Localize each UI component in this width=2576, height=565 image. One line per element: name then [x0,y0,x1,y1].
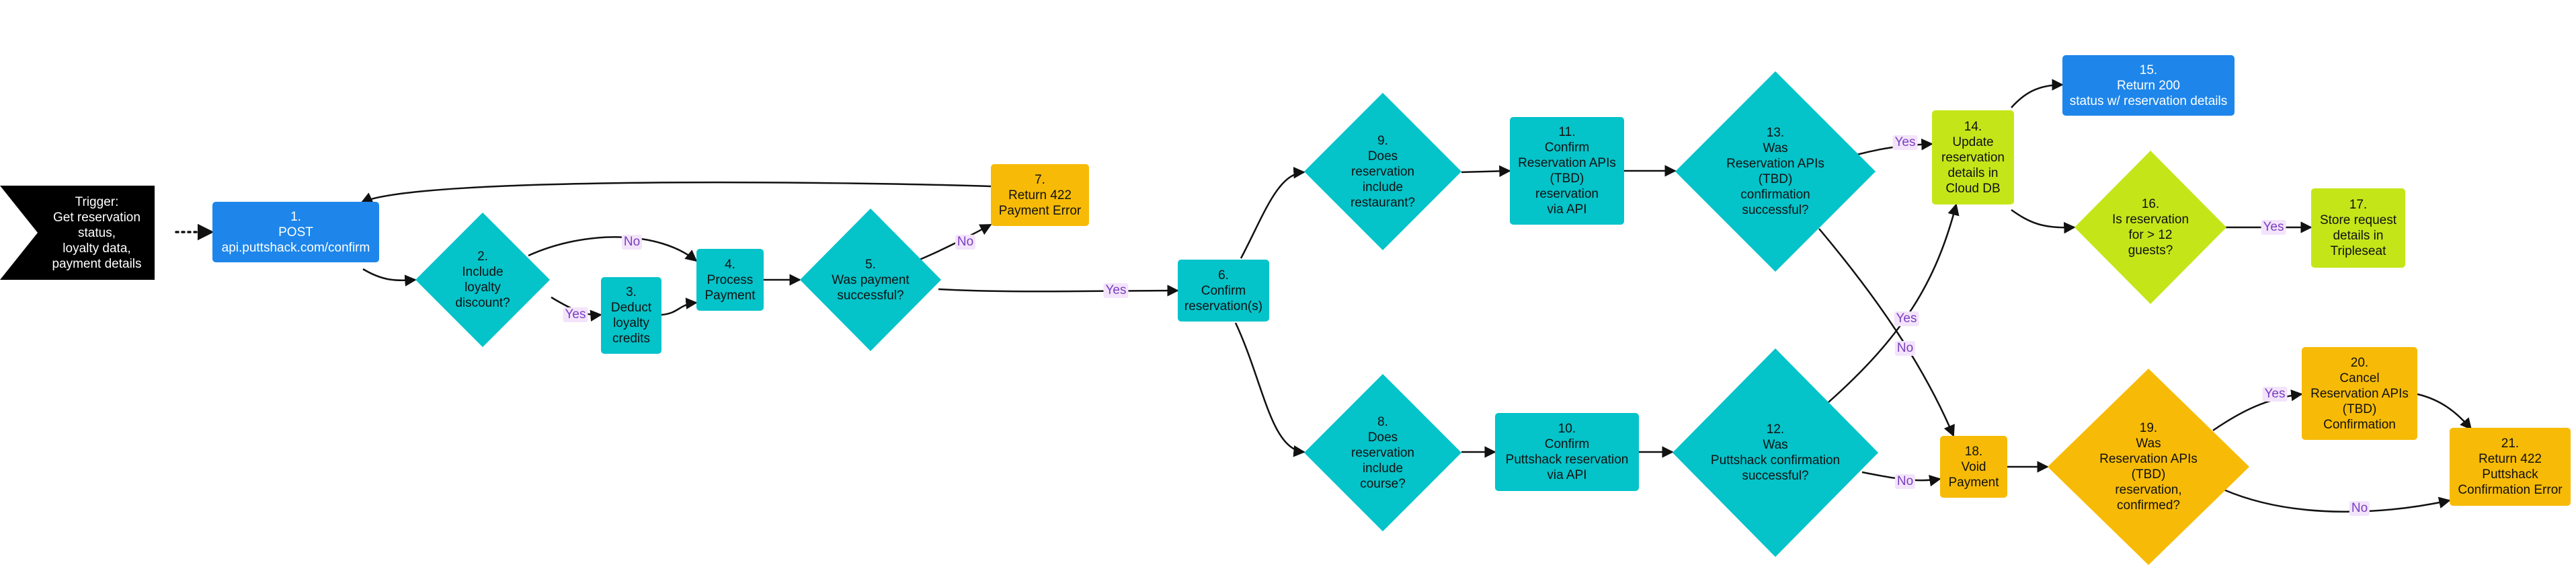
edge-n9-to-n11 [1461,165,1511,178]
node-6-confirm-reservations: 6. Confirm reservation(s) [1178,260,1269,322]
node-13-was-reservation-apis-confirmation-successful: 13. Was Reservation APIs (TBD) confirmat… [1675,71,1876,272]
edge-label-n12-no: No [1894,474,1916,489]
edge-n2-no-to-n4 [528,236,698,262]
node-8-includes-course: 8. Does reservation include course? [1304,374,1461,531]
node-17-label: 17. Store request details in Tripleseat [2319,198,2397,258]
trigger-label: Trigger: Get reservation status, loyalty… [52,194,142,271]
node-1-label: 1. POST api.puttshack.com/confirm [221,209,370,255]
node-12-shape [1673,348,1878,557]
node-12-label: 12. Was Puttshack confirmation successfu… [1710,422,1841,483]
trigger-node: Trigger: Get reservation status, loyalty… [0,186,155,280]
node-7-label: 7. Return 422 Payment Error [998,172,1082,218]
node-12-was-puttshack-confirmation-successful: 12. Was Puttshack confirmation successfu… [1673,348,1878,557]
node-13-shape [1675,71,1876,272]
edge-n19-no-to-n21 [2223,488,2451,513]
edge-n6-to-n9 [1240,167,1305,259]
node-5-label: 5. Was payment successful? [832,257,910,303]
node-19-was-reservation-apis-reservation-confirmed: 19. Was Reservation APIs (TBD) reservati… [2048,369,2249,565]
node-20-cancel-confirmation: 20. Cancel Reservation APIs (TBD) Confir… [2302,347,2417,440]
node-2-label: 2. Include loyalty discount? [455,250,510,310]
node-8-shape [1304,374,1461,531]
edge-n12-yes-to-n14 [1828,203,1960,403]
node-9-label: 9. Does reservation include restaurant? [1350,133,1416,210]
node-5-was-payment-successful: 5. Was payment successful? [800,209,941,351]
edge-label-n2-yes: Yes [563,307,588,322]
edge-n19-yes-to-n20 [2212,389,2303,432]
node-2-include-loyalty-discount: 2. Include loyalty discount? [415,213,550,347]
node-13-label: 13. Was Reservation APIs (TBD) confirmat… [1726,126,1824,217]
edge-n3-to-n4 [661,297,698,316]
edge-n5-yes-to-n6 [938,285,1179,297]
node-21-puttshack-confirmation-error: 21. Return 422 Puttshack Confirmation Er… [2450,428,2571,506]
node-10-confirm-puttshack: 10. Confirm Puttshack reservation via AP… [1495,413,1639,491]
node-19-shape [2048,369,2249,565]
node-8-label: 8. Does reservation include course? [1351,414,1414,491]
edge-n1-to-n2 [362,268,417,287]
node-20-label: 20. Cancel Reservation APIs (TBD) Confir… [2310,355,2409,432]
trigger-shape [0,186,155,280]
edge-label-n13-no: No [1894,341,1916,356]
node-10-label: 10. Confirm Puttshack reservation via AP… [1505,422,1629,482]
node-15-label: 15. Return 200 status w/ reservation det… [2069,63,2228,108]
node-16-label: 16. Is reservation for > 12 guests? [2111,197,2189,258]
node-16-more-than-12-guests: 16. Is reservation for > 12 guests? [2075,151,2226,304]
node-18-void-payment: 18. Void Payment [1940,436,2007,498]
node-19-label: 19. Was Reservation APIs (TBD) reservati… [2099,421,2198,513]
node-15-return-200: 15. Return 200 status w/ reservation det… [2062,55,2235,116]
node-14-label: 14. Update reservation details in Cloud … [1941,119,2005,196]
edge-label-n19-no: No [2349,501,2370,516]
node-14-update-cloud-db: 14. Update reservation details in Cloud … [1932,110,2014,204]
edge-label-n13-yes: Yes [1892,135,1918,150]
edge-label-n16-yes: Yes [2261,220,2286,235]
node-17-store-tripleseat: 17. Store request details in Tripleseat [2311,188,2405,268]
node-11-confirm-reservation-apis: 11. Confirm Reservation APIs (TBD) reser… [1510,117,1624,225]
node-9-shape [1304,93,1461,250]
edge-label-n5-yes: Yes [1103,283,1129,298]
node-1-post-confirm: 1. POST api.puttshack.com/confirm [212,202,379,262]
node-3-deduct-loyalty-credits: 3. Deduct loyalty credits [601,277,661,354]
node-2-shape [415,213,550,347]
node-9-includes-restaurant: 9. Does reservation include restaurant? [1304,93,1461,250]
edge-n7-to-n1 [360,181,992,204]
edge-n14-to-n15 [2011,79,2064,108]
node-7-payment-error: 7. Return 422 Payment Error [991,164,1089,226]
node-11-label: 11. Confirm Reservation APIs (TBD) reser… [1518,125,1616,217]
node-6-label: 6. Confirm reservation(s) [1184,268,1263,313]
node-21-label: 21. Return 422 Puttshack Confirmation Er… [2458,437,2563,497]
edge-n20-to-n21 [2417,393,2472,430]
edge-label-n19-yes: Yes [2262,387,2288,402]
edge-n6-to-n8 [1234,322,1305,457]
edge-label-n5-no: No [955,235,976,250]
node-18-label: 18. Void Payment [1948,444,1999,490]
node-16-shape [2075,151,2226,304]
node-3-label: 3. Deduct loyalty credits [610,285,652,346]
edge-label-n12-yes: Yes [1894,311,1919,326]
node-4-process-payment: 4. Process Payment [696,249,764,311]
node-5-shape [800,209,941,351]
edge-label-n2-no: No [621,235,643,250]
node-4-label: 4. Process Payment [705,257,756,303]
edge-n14-to-n16 [2011,209,2076,234]
